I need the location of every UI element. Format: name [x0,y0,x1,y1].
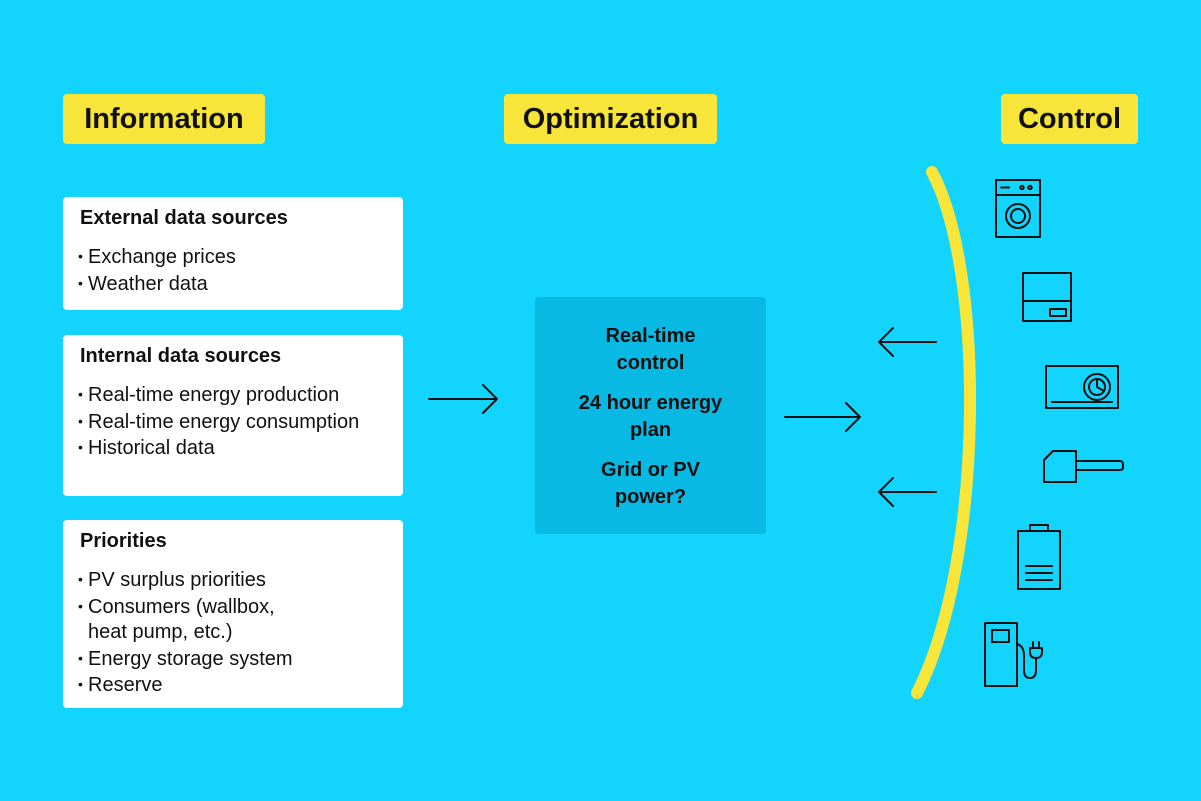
washing-machine-icon [995,179,1041,238]
arrow-information-to-optimization [428,384,498,414]
optimization-header: Optimization [504,94,717,144]
external-data-sources-card: External data sources Exchange prices We… [63,197,403,310]
battery-icon [1017,524,1061,590]
boiler-icon [1022,272,1072,322]
heat-pump-icon [1045,365,1119,409]
internal-data-sources-list: Real-time energy production Real-time en… [78,382,389,462]
list-item: Reserve [78,672,389,699]
optimization-line-realtime: Real-time control [605,325,696,374]
internal-data-sources-title: Internal data sources [80,345,282,367]
external-data-sources-title: External data sources [80,207,288,229]
list-item: Historical data [78,435,389,462]
control-bracket-arc [911,166,977,699]
arrow-optimization-to-control [784,402,861,432]
ev-charger-icon [984,622,1043,687]
optimization-line-grid-or-pv: Grid or PV power? [601,459,700,508]
information-header: Information [63,94,265,144]
optimization-line-energy-plan: 24 hour energy plan [578,392,723,441]
list-item: Real-time energy consumption [78,409,389,436]
arrow-control-feedback-top [878,327,937,357]
arrow-control-feedback-bottom [878,477,937,507]
optimization-box: Real-time control 24 hour energy plan Gr… [535,297,766,534]
list-item: Consumers (wallbox, heat pump, etc.) [78,594,313,646]
external-data-sources-list: Exchange prices Weather data [78,244,389,297]
control-header: Control [1001,94,1138,144]
priorities-card: Priorities PV surplus priorities Consume… [63,520,403,708]
list-item: Weather data [78,271,389,298]
list-item: PV surplus priorities [78,567,389,594]
priorities-title: Priorities [80,530,167,552]
list-item: Exchange prices [78,244,389,271]
internal-data-sources-card: Internal data sources Real-time energy p… [63,335,403,496]
heating-rod-icon [1043,450,1124,483]
list-item: Energy storage system [78,646,389,673]
list-item: Real-time energy production [78,382,389,409]
priorities-list: PV surplus priorities Consumers (wallbox… [78,567,389,699]
